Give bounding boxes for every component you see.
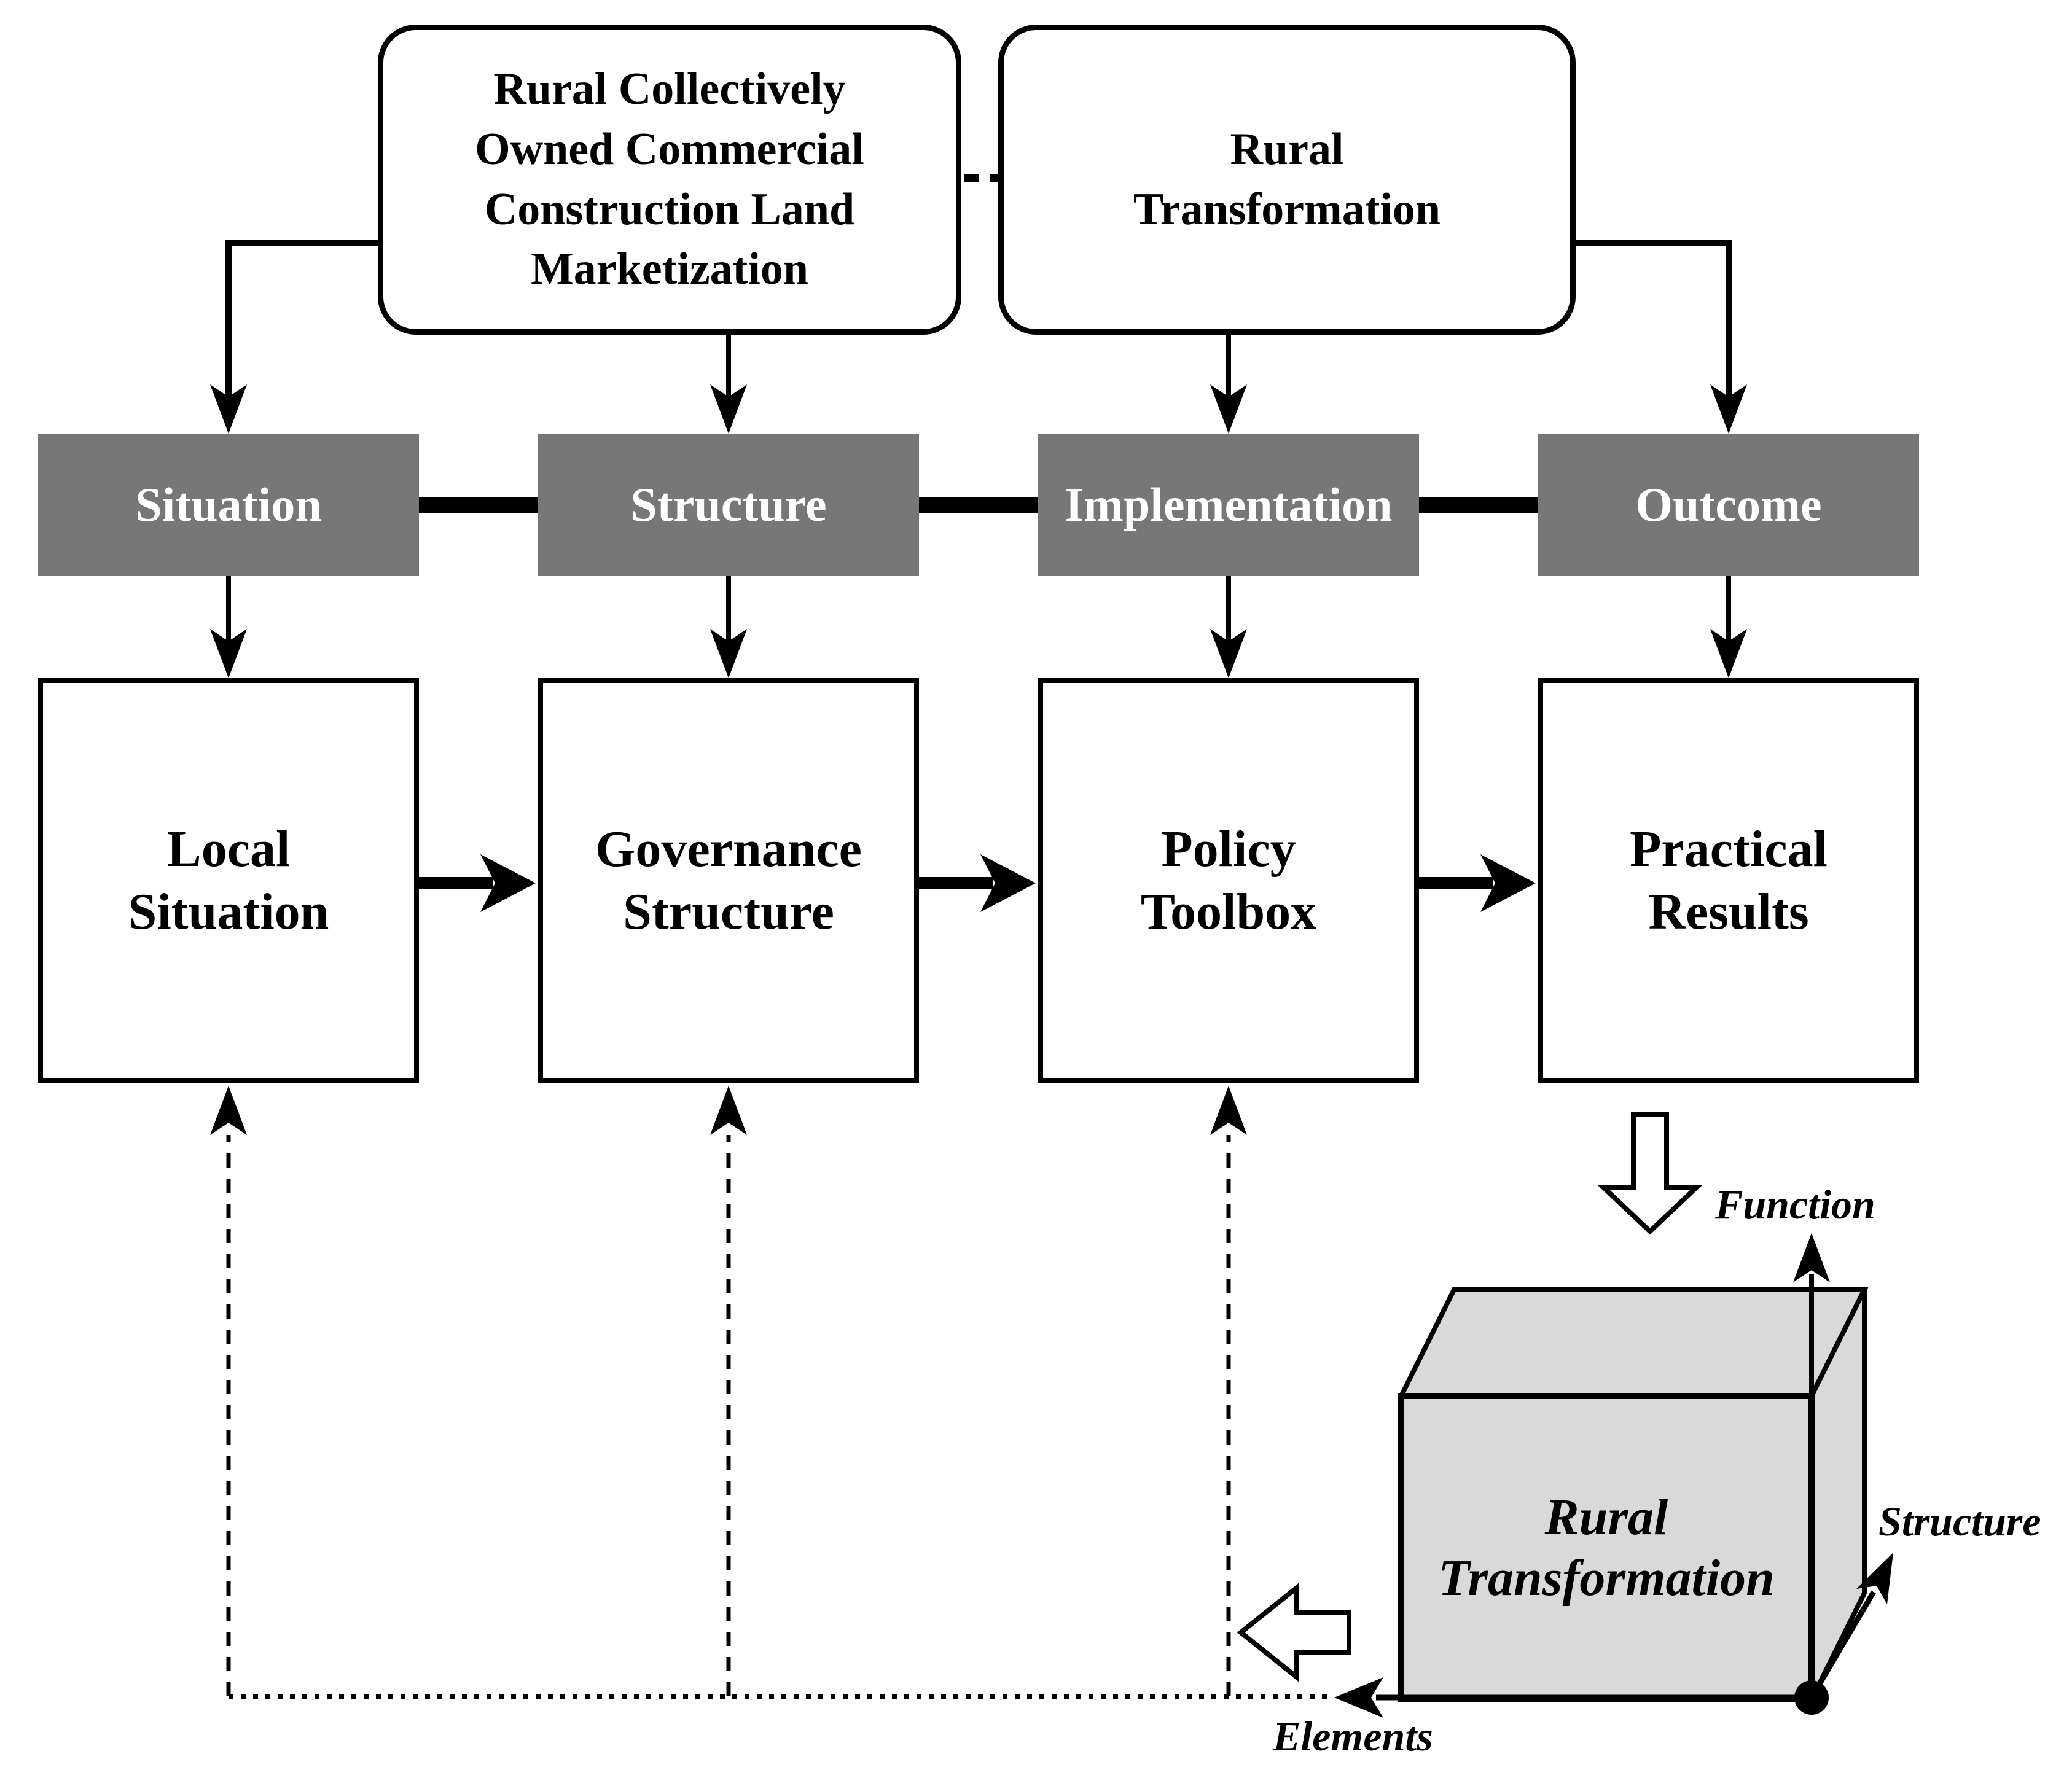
detail-box-local-situation: Local Situation (38, 678, 419, 1083)
down-arrowhead-icon (1710, 629, 1747, 678)
cube-top-face (1397, 1287, 1869, 1398)
stage-box-implementation: Implementation (1038, 434, 1419, 576)
elbow-arrow-to-situation (210, 240, 380, 434)
box-land-marketization: Rural Collectively Owned Commercial Cons… (378, 25, 961, 335)
thick-arrow-policy-to-practical (1419, 854, 1536, 912)
feedback-arrow-to-governance (710, 1086, 747, 1696)
elbow-arrow-to-outcome (1573, 240, 1747, 434)
arrow-structure-to-governance (710, 576, 747, 678)
thick-arrow-local-to-governance (419, 854, 536, 912)
box-land-marketization-label: Rural Collectively Owned Commercial Cons… (475, 64, 864, 295)
up-arrowhead-icon (1793, 1233, 1830, 1282)
up-arrowhead-icon (210, 1086, 247, 1135)
arrow-situation-to-local (210, 576, 247, 678)
box-rural-transformation: Rural Transformation (998, 25, 1576, 335)
stage-box-structure: Structure (538, 434, 919, 576)
right-arrowhead-icon (480, 854, 536, 912)
feedback-arrow-to-local (210, 1086, 247, 1696)
stage-situation-label: Situation (135, 478, 322, 532)
detail-local-situation-label: Local Situation (128, 820, 329, 940)
structure-axis-label: Structure (1878, 1498, 2041, 1545)
stage-outcome-label: Outcome (1635, 478, 1822, 532)
detail-practical-results-label: Practical Results (1630, 820, 1828, 940)
feedback-arrow-to-policy (1210, 1086, 1247, 1696)
up-arrowhead-icon (710, 1086, 747, 1135)
cube-rural-transformation-label: Rural Transformation (1438, 1488, 1775, 1607)
function-axis (1793, 1233, 1830, 1698)
down-arrowhead-icon (1210, 629, 1247, 678)
detail-box-practical-results: Practical Results (1538, 678, 1919, 1083)
elements-axis (1334, 1677, 1829, 1718)
stage-box-situation: Situation (38, 434, 419, 576)
right-arrowhead-icon (1480, 854, 1536, 912)
down-arrowhead-icon (1710, 384, 1747, 434)
down-arrowhead-icon (1210, 384, 1247, 434)
hollow-down-arrow-icon (1597, 1112, 1703, 1235)
arrow-outcome-to-practical (1710, 576, 1747, 678)
stage-box-outcome: Outcome (1538, 434, 1919, 576)
box-rural-transformation-label: Rural Transformation (1133, 123, 1441, 235)
right-arrowhead-icon (980, 854, 1036, 912)
diagonal-arrowhead-icon (1856, 1553, 1893, 1604)
structure-axis (1809, 1553, 1893, 1699)
detail-box-governance-structure: Governance Structure (538, 678, 919, 1083)
down-arrowhead-icon (210, 384, 247, 434)
function-axis-label: Function (1715, 1181, 1875, 1228)
down-arrowhead-icon (710, 629, 747, 678)
stage-structure-label: Structure (630, 478, 827, 532)
hollow-left-arrow-icon (1237, 1583, 1351, 1682)
arrow-implementation-to-policy (1210, 576, 1247, 678)
cube-label-container: Rural Transformation (1401, 1396, 1812, 1699)
detail-policy-toolbox-label: Policy Toolbox (1140, 820, 1317, 940)
thick-arrow-governance-to-policy (919, 854, 1036, 912)
arrow-to-implementation (1210, 333, 1247, 434)
stage-connector-bars (419, 497, 1538, 513)
left-arrowhead-icon (1334, 1677, 1383, 1718)
stage-implementation-label: Implementation (1065, 478, 1393, 532)
detail-governance-structure-label: Governance Structure (595, 820, 862, 940)
detail-box-policy-toolbox: Policy Toolbox (1038, 678, 1419, 1083)
down-arrowhead-icon (210, 629, 247, 678)
down-arrowhead-icon (710, 384, 747, 434)
axis-origin-dot (1794, 1680, 1829, 1715)
arrow-to-structure (710, 333, 747, 434)
elements-axis-label: Elements (1273, 1713, 1433, 1760)
up-arrowhead-icon (1210, 1086, 1247, 1135)
